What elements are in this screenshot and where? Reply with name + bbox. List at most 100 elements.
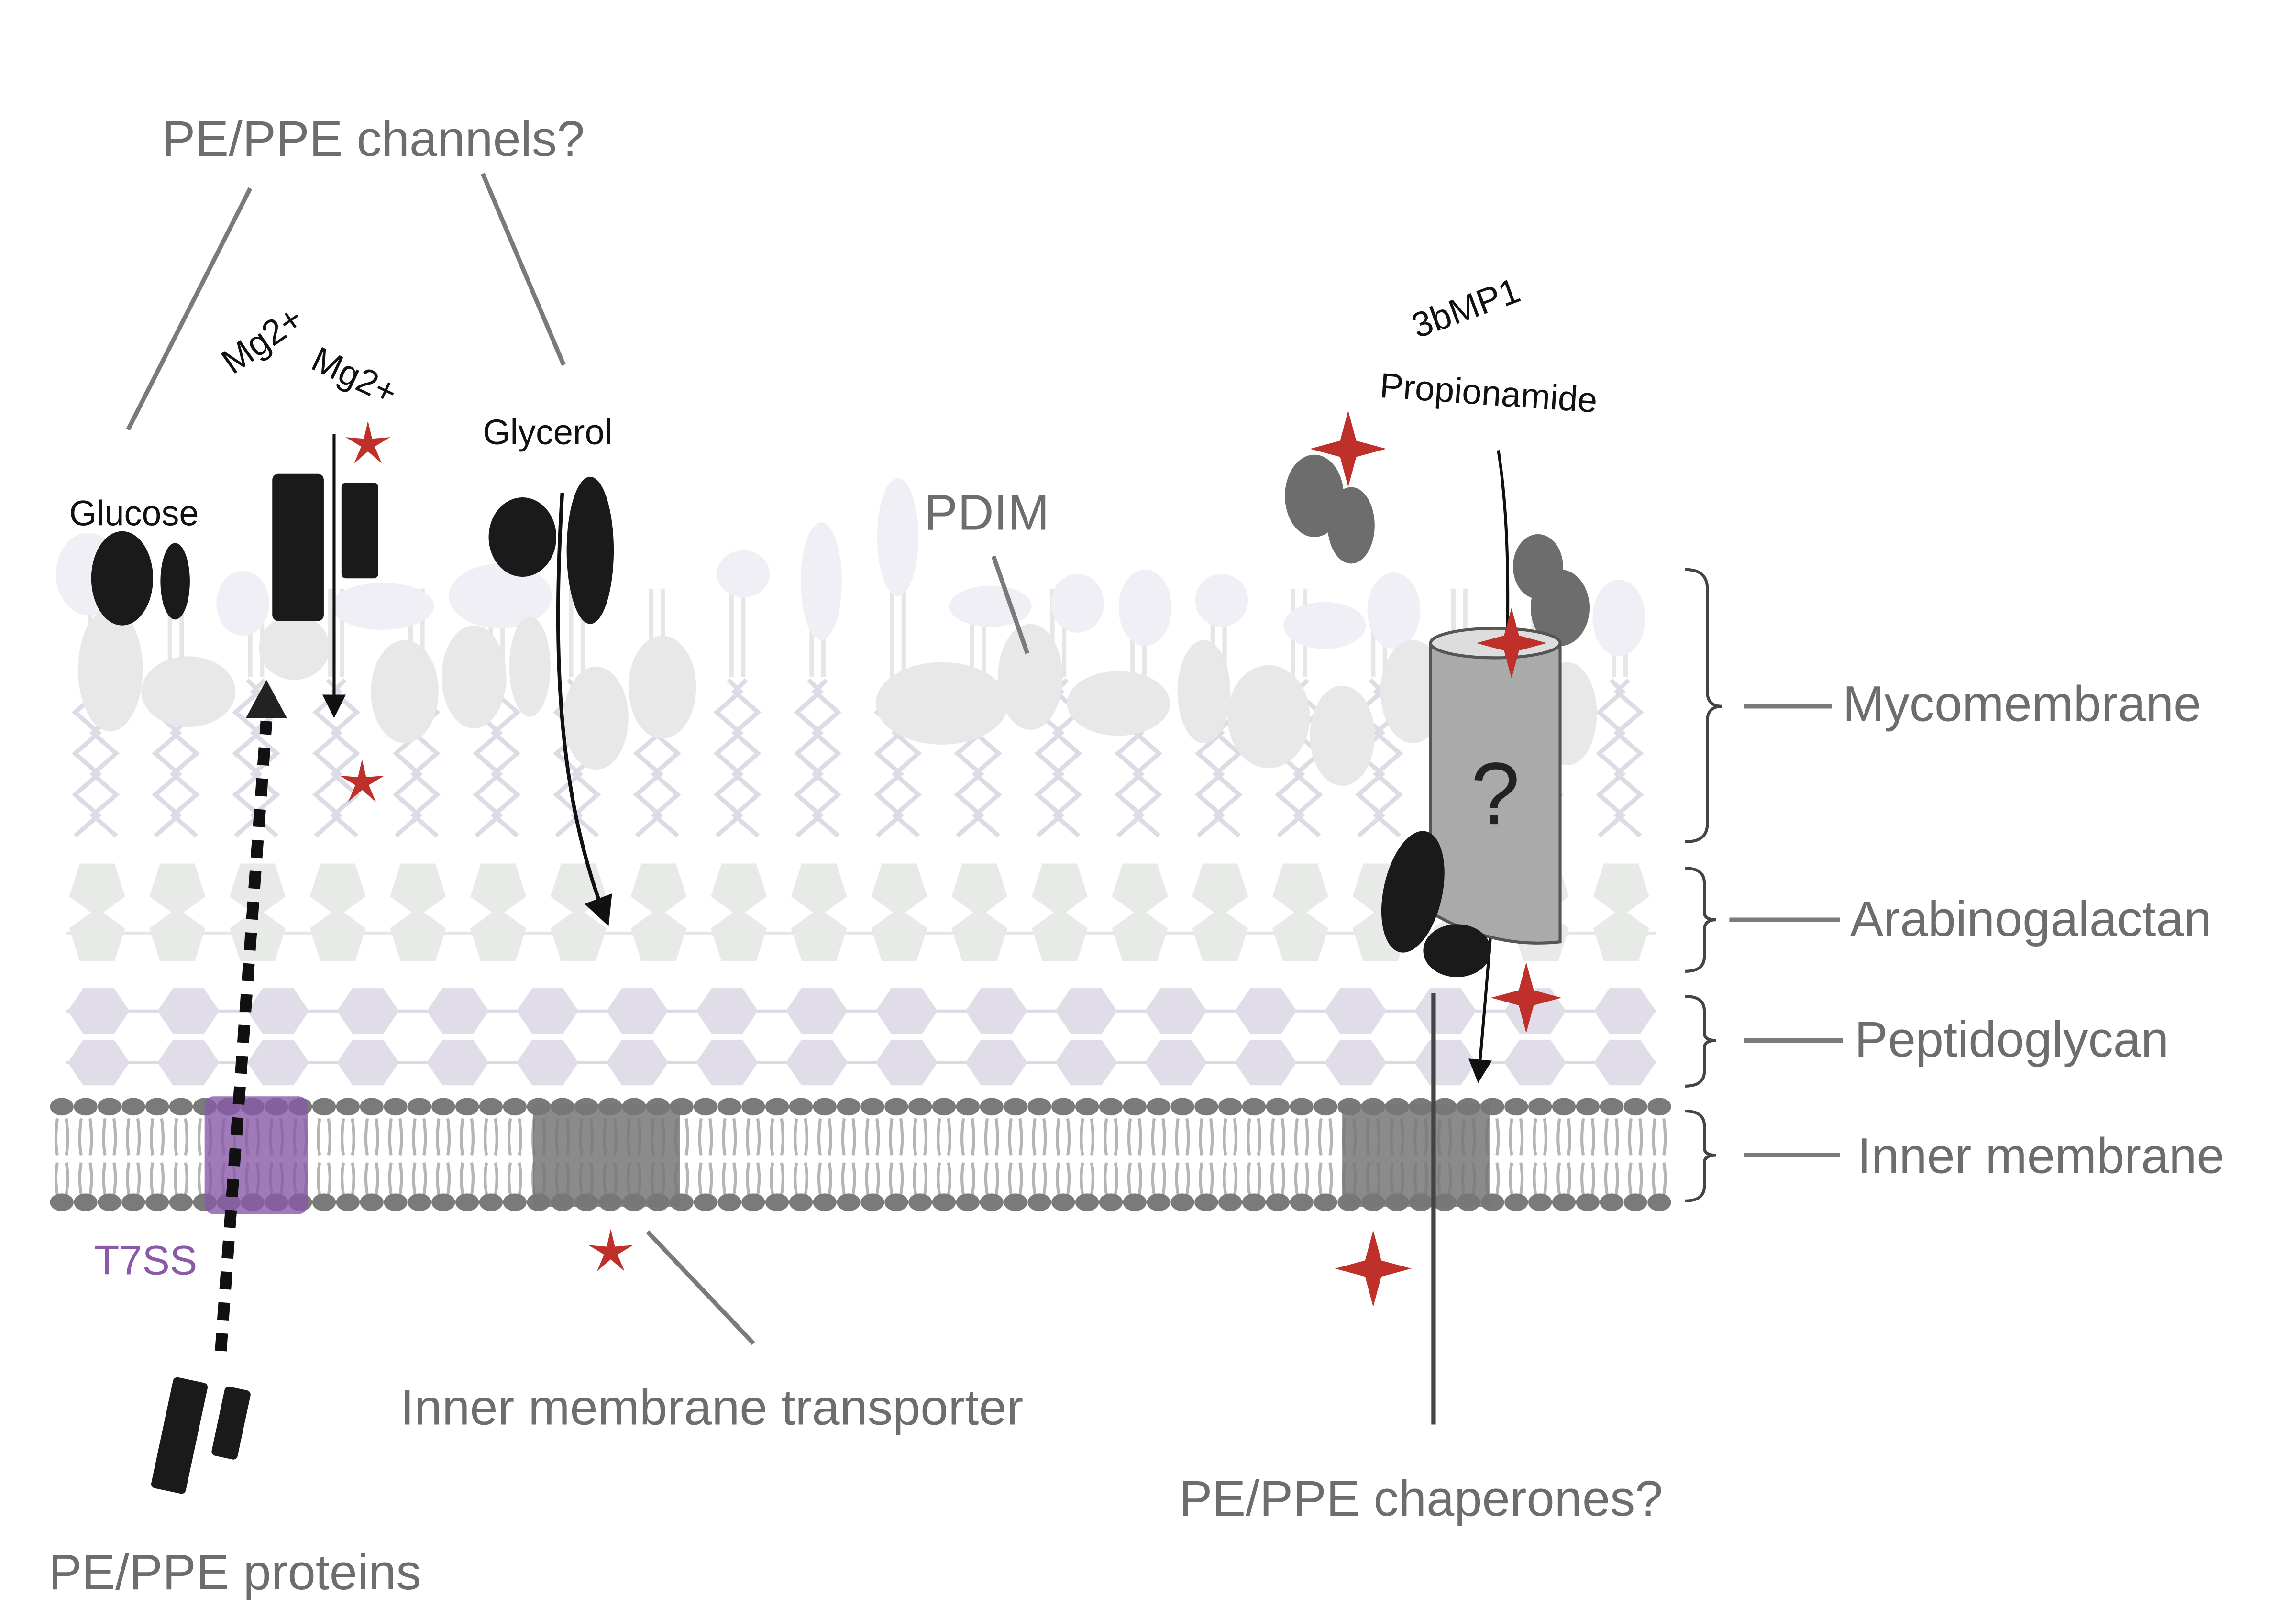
arabinogalactan-sugar [951, 863, 1008, 917]
glycerol-label: Glycerol [483, 412, 612, 452]
lipid-head [1592, 580, 1645, 657]
peptidoglycan-sugar [1594, 988, 1656, 1034]
lipid-head [121, 1098, 145, 1116]
lipid-head [1004, 1098, 1027, 1116]
lipid-head [1314, 1193, 1337, 1211]
peptidoglycan-sugar [786, 1039, 848, 1086]
lipid-head [956, 1098, 980, 1116]
lipid-body [371, 640, 439, 743]
lipid-body [875, 662, 1008, 745]
lipid-head [694, 1098, 718, 1116]
lipid-head [1314, 1098, 1337, 1116]
mycomembrane-bracket [1685, 568, 1722, 844]
peptidoglycan-sugar [875, 1039, 938, 1086]
peptidoglycan-sugar [1414, 1039, 1477, 1086]
drug-star-icon [1490, 962, 1562, 1033]
arabinogalactan-sugar [1031, 863, 1088, 917]
pointer-line [991, 555, 1030, 654]
lipid-head [765, 1098, 789, 1116]
arabinogalactan-sugar [69, 863, 125, 917]
peptidoglycan-sugar [1235, 1039, 1297, 1086]
lipid-head [384, 1098, 408, 1116]
lipid-head [145, 1098, 169, 1116]
lipid-head [98, 1193, 121, 1211]
arabinogalactan-sugar [1112, 908, 1168, 961]
mycolic-acid-chain [713, 678, 762, 838]
lipid-head [74, 1098, 98, 1116]
lipid-tail [770, 1118, 784, 1195]
lipid-head [718, 1193, 741, 1211]
lipid-head [813, 1098, 837, 1116]
peptidoglycan-sugar [1325, 988, 1387, 1034]
arabinogalactan-sugar [230, 908, 286, 961]
secretion-arrow [215, 720, 273, 1352]
lipid-tail [1604, 1118, 1619, 1195]
peptidoglycan-sugar [606, 988, 668, 1034]
peptidoglycan-bracket [1685, 995, 1716, 1088]
lipid-head [1170, 1193, 1194, 1211]
lipid-head [1367, 572, 1421, 649]
lipid-tail [102, 1118, 117, 1195]
lipid-head [1099, 1193, 1123, 1211]
lipid-head [980, 1193, 1004, 1211]
lipid-body [442, 625, 507, 729]
propionamide-label: Propionamide [1379, 365, 1599, 420]
proteins-label: PE/PPE proteins [49, 1544, 421, 1600]
lipid-body [628, 636, 696, 739]
arabinogalactan-sugar [390, 863, 446, 917]
lipid-head [1075, 1193, 1099, 1211]
lipid-head [1123, 1193, 1147, 1211]
lipid-head [479, 1193, 503, 1211]
drug-star-icon [345, 421, 391, 463]
lipid-body [1177, 640, 1231, 743]
lipid-head [360, 1193, 384, 1211]
arabinogalactan-sugar [711, 908, 767, 961]
lipid-head [717, 550, 770, 598]
lipid-tail [1223, 1118, 1238, 1195]
lipid-body [1227, 665, 1310, 769]
lipid-tail [436, 1118, 451, 1195]
lipid-head [431, 1098, 455, 1116]
peptidoglycan-sugar [1504, 1039, 1566, 1086]
lipid-head [1118, 569, 1172, 646]
lipid-body [141, 656, 236, 727]
lipid-tail [1175, 1118, 1190, 1195]
lipid-head [1290, 1193, 1314, 1211]
lipid-tail [913, 1118, 928, 1195]
peptidoglycan-sugar [67, 988, 130, 1034]
lipid-head [449, 563, 552, 628]
mg-label-2: Mg2+ [306, 339, 403, 413]
arabinogalactan-sugar [1272, 863, 1328, 917]
lipid-head [956, 1193, 980, 1211]
lipid-head [408, 1193, 431, 1211]
lipid-head [1266, 1193, 1290, 1211]
lipid-head [741, 1098, 765, 1116]
lipid-tail [126, 1118, 141, 1195]
chaperone-protein [1423, 924, 1491, 978]
lipid-tail [1509, 1118, 1524, 1195]
arabinogalactan-sugar [149, 863, 206, 917]
lipid-head [1218, 1098, 1242, 1116]
lipid-tail [317, 1118, 331, 1195]
arabinogalactan-sugar [1593, 908, 1649, 961]
peptidoglycan-sugar [517, 988, 579, 1034]
lipid-head [861, 1193, 884, 1211]
lipid-head [813, 1193, 837, 1211]
lipid-head [1099, 1098, 1123, 1116]
arabinogalactan-sugar [230, 863, 286, 917]
arabinogalactan-sugar [1112, 863, 1168, 917]
drug-stars [340, 410, 1562, 1307]
lipid-head [1504, 1098, 1528, 1116]
peptidoglycan-sugar [696, 988, 758, 1034]
lipid-tail [1032, 1118, 1047, 1195]
peptidoglycan-sugar [337, 1039, 399, 1086]
lipid-tail [794, 1118, 808, 1195]
lipid-head [50, 1098, 74, 1116]
inner-membrane-label: Inner membrane [1857, 1128, 2225, 1184]
lipid-head [1147, 1098, 1170, 1116]
arabinogalactan-sugar [1192, 908, 1248, 961]
peptidoglycan-sugar [1055, 988, 1117, 1034]
lipid-head [718, 1098, 741, 1116]
mg-channel-protein [341, 483, 378, 579]
lipid-head [1528, 1193, 1552, 1211]
